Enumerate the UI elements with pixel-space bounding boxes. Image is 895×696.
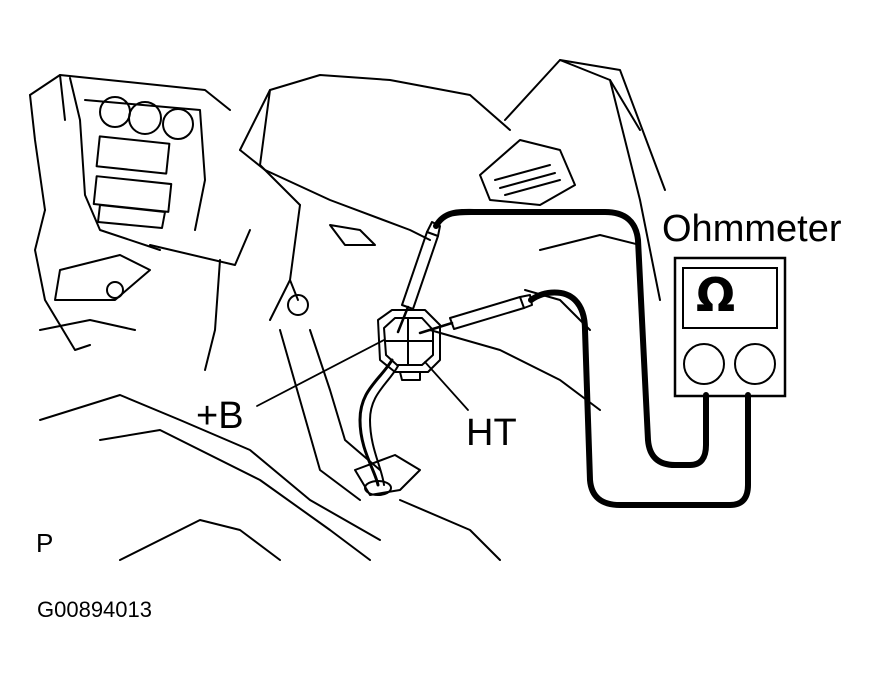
ohmmeter-label: Ohmmeter xyxy=(662,208,842,250)
center-console xyxy=(29,74,251,371)
floor-panel xyxy=(39,329,601,561)
leader-lines xyxy=(256,339,469,411)
test-leads xyxy=(433,208,751,508)
glove-box xyxy=(239,74,511,321)
figure-code: G00894013 xyxy=(37,597,152,622)
ohm-symbol: Ω xyxy=(696,268,736,322)
probes xyxy=(396,221,533,335)
plus-b-label: +B xyxy=(196,395,244,437)
ohmmeter xyxy=(673,256,787,398)
meter-terminal-left xyxy=(683,343,725,385)
view-label: P xyxy=(36,528,54,558)
air-vent xyxy=(479,59,666,331)
ht-label: HT xyxy=(466,412,517,454)
meter-terminal-right xyxy=(734,343,776,385)
